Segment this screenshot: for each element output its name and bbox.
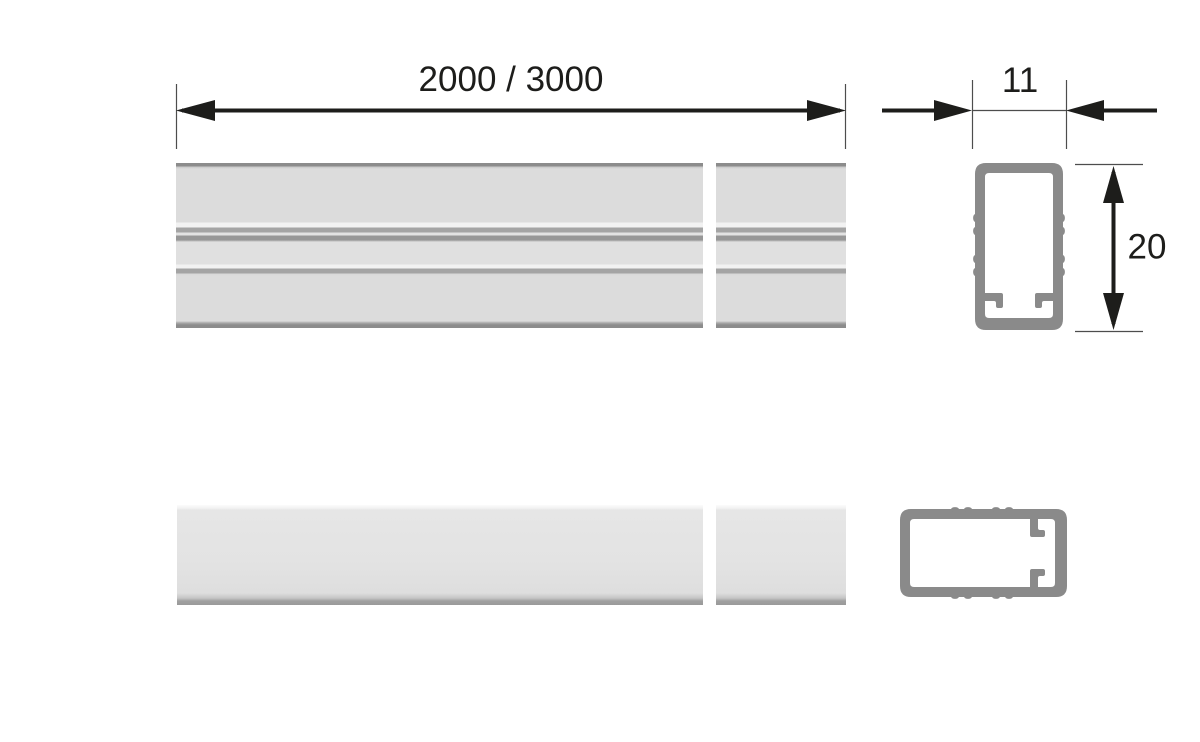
arrowhead-right — [1066, 100, 1104, 121]
profile-plain-view-segment-right — [716, 505, 846, 605]
height-dimension-label: 20 — [1127, 227, 1167, 267]
length-dimension-label: 2000 / 3000 — [418, 60, 604, 99]
width-dimension-label: 11 — [1001, 61, 1039, 100]
arrowhead-top — [1103, 166, 1124, 203]
profile-side-view-segment-right — [716, 163, 846, 328]
profile-plain-view-segment-left — [177, 505, 703, 605]
cross-section-vertical — [973, 163, 1065, 330]
arrowhead-bottom — [1103, 293, 1124, 330]
arrowhead-left — [176, 100, 215, 121]
arrowhead-right — [807, 100, 846, 121]
profile-side-view-segment-left — [176, 163, 703, 328]
cross-section-horizontal — [900, 507, 1067, 599]
arrowhead-left — [934, 100, 972, 121]
